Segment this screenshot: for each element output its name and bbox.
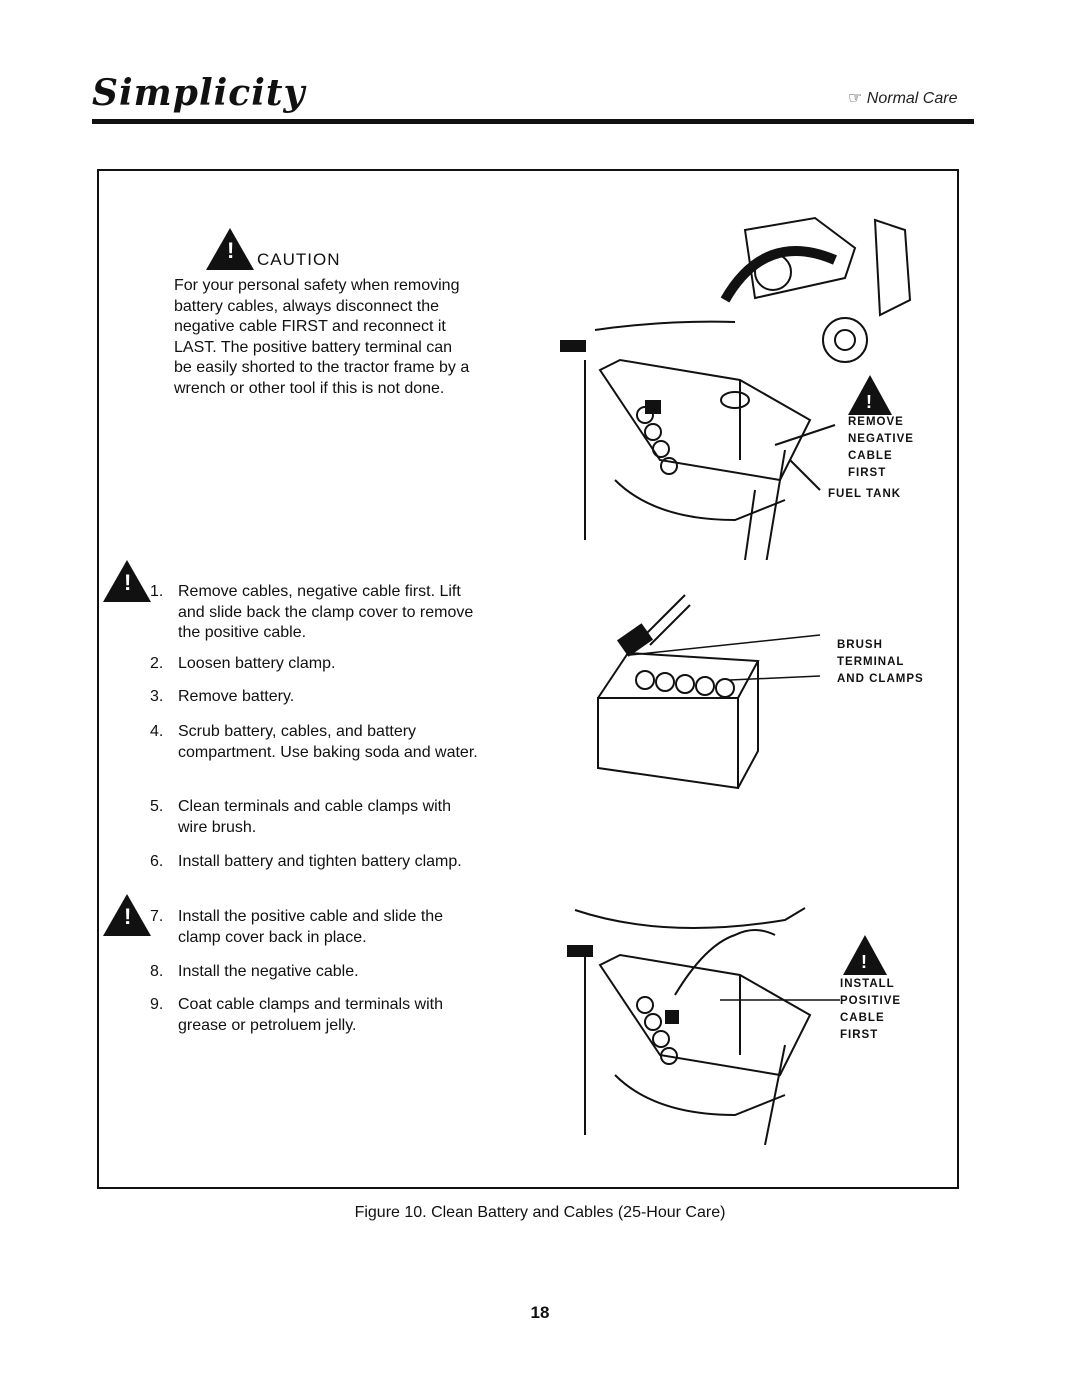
caution-text: For your personal safety when removing b… [174,277,470,397]
brand-logo: Simplicity [92,72,306,114]
caution-label: CAUTION [257,250,341,269]
callout-fuel-tank: FUEL TANK [828,488,902,500]
caution-warning-icon: ! [206,228,254,275]
callout-install-positive: INSTALL POSITIVE CABLE FIRST [840,978,902,1041]
svg-text:!: ! [861,952,867,972]
figure-caption: Figure 10. Clean Battery and Cables (25-… [354,1204,726,1221]
battery-removal-illustration: ! [560,216,912,560]
section-title: ☞ Normal Care [848,90,958,107]
battery-install-illustration: ! [567,907,887,1145]
header-rule [92,119,974,124]
battery-brush-illustration [597,594,821,790]
step1-warning-icon: ! [103,560,151,607]
step7-warning-icon: ! [103,894,151,941]
arrow-icon: ☞ [848,90,867,107]
svg-text:!: ! [866,392,872,412]
callout-remove-negative: REMOVE NEGATIVE CABLE FIRST [848,416,914,479]
page-number: 18 [530,1303,550,1322]
figure-frame [97,169,959,1189]
callout-brush: BRUSH TERMINAL AND CLAMPS [837,639,924,685]
